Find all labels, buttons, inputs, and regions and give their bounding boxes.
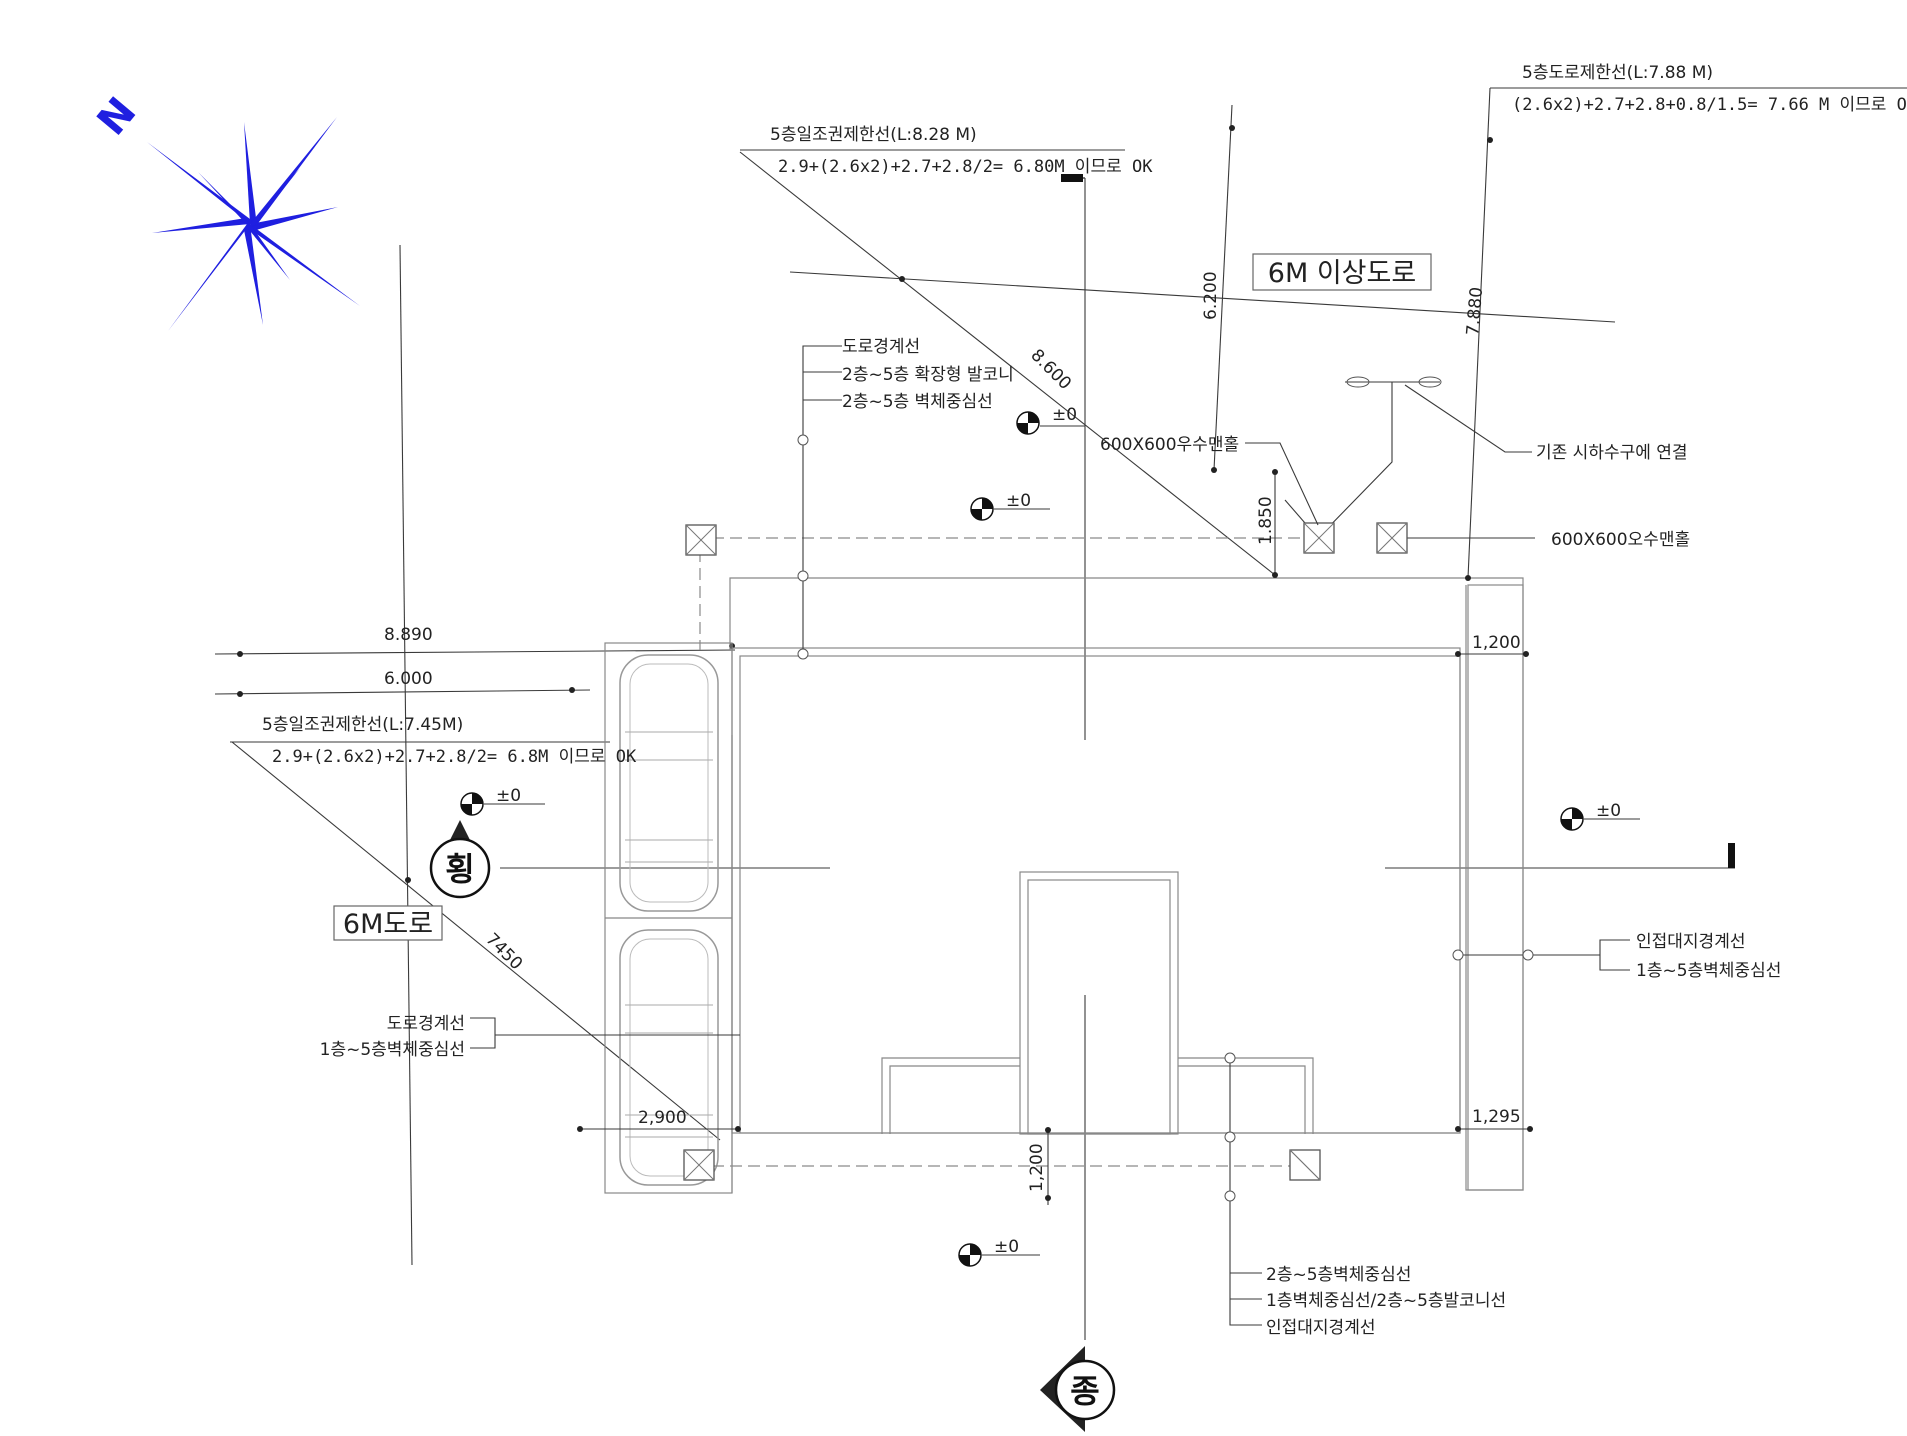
north-letter: N [89, 89, 146, 144]
sewer-pipe [1317, 382, 1393, 539]
manhole-icon [685, 524, 717, 556]
leader-wall-centerline-left: 1층~5층벽체중심선 [320, 1040, 465, 1060]
stair-core-inner [1027, 879, 1171, 1135]
leader-extended-balcony: 2층~5층 확장형 발코니 [842, 365, 1014, 385]
leader-right-group [1599, 939, 1630, 971]
svg-text:종: 종 [1070, 1372, 1099, 1410]
leader-bottom-group [1229, 1057, 1262, 1326]
building-wall-inner [739, 655, 1461, 1134]
section-marker-transverse: 횡 [429, 820, 491, 899]
dimension-line-6000 [214, 689, 591, 695]
level-left: ±0 [496, 786, 521, 806]
road-limit-line [1467, 87, 1491, 579]
leader-wall-centerline-right: 1층~5층벽체중심선 [1636, 961, 1781, 981]
sunlight-limit-calc-top: 2.9+(2.6x2)+2.7+2.8/2= 6.80M 이므로 OK [778, 157, 1153, 177]
level-marker-icon [970, 497, 1050, 521]
left-vertical-line [399, 244, 413, 1266]
manhole-icon [1289, 1149, 1321, 1181]
sewer-connection-label: 기존 시하수구에 연결 [1536, 443, 1688, 463]
leader-rain-manhole [1245, 442, 1319, 526]
manhole-icon [1376, 522, 1408, 554]
leader-road-boundary-top: 도로경계선 [842, 337, 920, 357]
sunlight-limit-title-left: 5층일조권제한선(L:7.45M) [262, 715, 463, 735]
level-marker-icon [958, 1243, 1040, 1267]
sewage-manhole-label: 600X600오수맨홀 [1551, 530, 1690, 550]
manhole-icon [683, 1149, 715, 1181]
leader-balcony-line-bottom: 1층벽체중심선/2층~5층발코니선 [1266, 1291, 1506, 1311]
right-balcony-strip [1467, 584, 1524, 1191]
svg-text:6M도로: 6M도로 [343, 909, 433, 940]
manhole-icon [1303, 522, 1335, 554]
road-limit-title: 5층도로제한선(L:7.88 M) [1522, 63, 1713, 83]
dim-1200-top: 1,200 [1472, 633, 1521, 653]
level-top: ±0 [1052, 405, 1077, 425]
balcony-outline [729, 577, 1524, 1191]
dim-8890: 8.890 [384, 625, 433, 645]
section-marker-longitudinal: 종 [1040, 1346, 1116, 1432]
level-right: ±0 [1596, 801, 1621, 821]
level-marker-icon [460, 792, 545, 816]
level-marker-icon [1016, 411, 1085, 435]
dim-1200-bottom: 1,200 [1027, 1143, 1047, 1192]
rain-manhole-label: 600X600우수맨홀 [1100, 435, 1239, 455]
sunlight-limit-line-top [739, 151, 1276, 576]
car-icon [619, 654, 719, 912]
svg-text:N: N [89, 89, 146, 144]
level-bottom: ±0 [994, 1237, 1019, 1257]
leader-adjacent-boundary-right: 인접대지경계선 [1636, 932, 1745, 952]
leader-wall-centerline-top: 2층~5층 벽체중심선 [842, 392, 993, 412]
dim-7450: 7450 [481, 929, 526, 974]
leader-top-group [802, 345, 842, 650]
leader-adjacent-boundary-bottom: 인접대지경계선 [1266, 1318, 1375, 1338]
level-mid: ±0 [1006, 491, 1031, 511]
bottom-protrusion-left [881, 1057, 1020, 1134]
car-icon [619, 929, 719, 1186]
dim-6200: 6.200 [1201, 271, 1221, 320]
dim-8600: 8.600 [1026, 345, 1075, 394]
dimension-line-6200 [1213, 104, 1233, 471]
bottom-protrusion-right [1178, 1057, 1314, 1134]
compass-rose-icon [147, 117, 360, 331]
section-tick-mark [1061, 174, 1083, 182]
road-centerline-top [789, 271, 1616, 323]
road-label-6m: 6M도로 [333, 905, 443, 941]
sunlight-limit-calc-left: 2.9+(2.6x2)+2.7+2.8/2= 6.8M 이므로 OK [272, 747, 637, 767]
dim-1295: 1,295 [1472, 1107, 1521, 1127]
section-tick-right [1728, 843, 1735, 868]
leader-left-group [470, 1017, 496, 1049]
road-limit-calc: (2.6x2)+2.7+2.8+0.8/1.5= 7.66 M 이므로 OK [1512, 95, 1907, 115]
dim-1850: 1.850 [1256, 496, 1276, 545]
leader-road-boundary-left: 도로경계선 [387, 1014, 465, 1034]
sewer-fitting-icon [1346, 376, 1442, 388]
dim-2900: 2,900 [638, 1108, 687, 1128]
road-label-6m-plus: 6M 이상도로 [1252, 253, 1432, 291]
leader-wall-centerline-bottom: 2층~5층벽체중심선 [1266, 1265, 1411, 1285]
svg-text:횡: 횡 [445, 850, 474, 888]
svg-text:6M 이상도로: 6M 이상도로 [1268, 258, 1416, 289]
dim-7880: 7.880 [1463, 286, 1487, 336]
level-marker-icon [1560, 807, 1640, 831]
building-wall-outer [731, 647, 1461, 1134]
dim-6000: 6.000 [384, 669, 433, 689]
sunlight-limit-line-left [231, 741, 721, 1141]
dimension-line-8890 [214, 649, 736, 655]
sunlight-limit-title-top: 5층일조권제한선(L:8.28 M) [770, 125, 977, 145]
stair-core-outer [1019, 871, 1179, 1135]
